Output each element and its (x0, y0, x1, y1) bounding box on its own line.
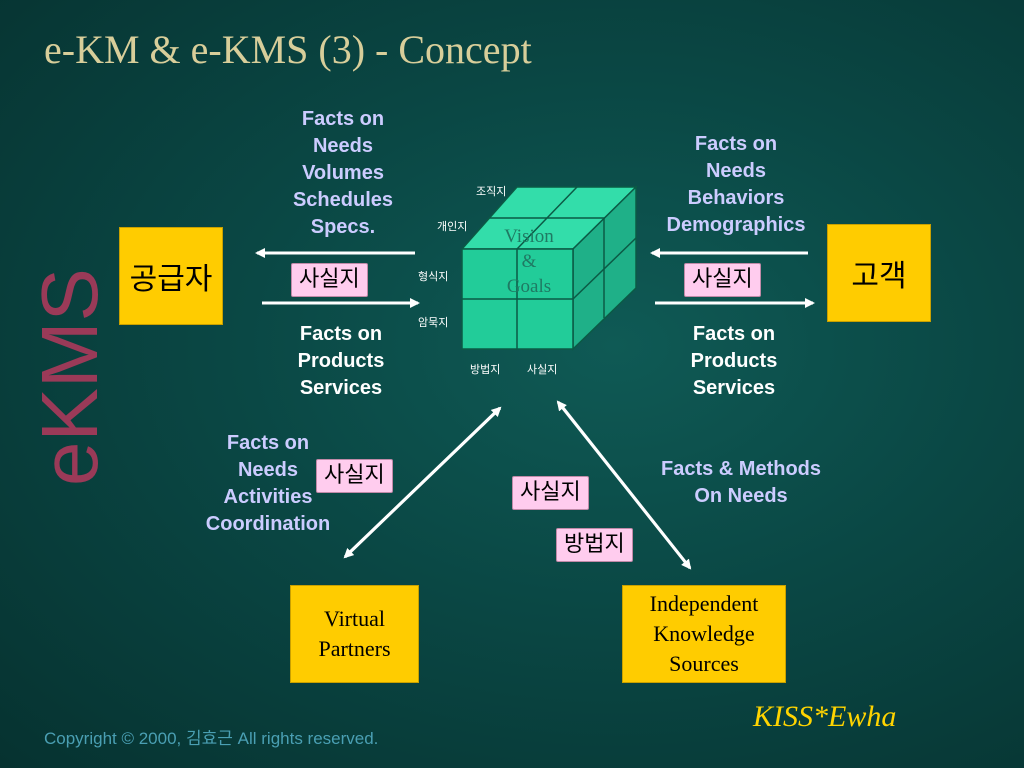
brand-logo: KISS*Ewha (753, 700, 897, 733)
supplier-fact-badge: 사실지 (291, 263, 368, 297)
cube-label-individual: 개인지 (437, 220, 468, 233)
cube-label-tacit: 암묵지 (418, 316, 449, 329)
partners-facts: Facts on Needs Activities Coordination (205, 432, 331, 535)
virtual-partners-box: Virtual Partners (290, 585, 419, 683)
sources-method-badge: 방법지 (556, 528, 633, 562)
sources-fact-badge: 사실지 (512, 476, 589, 510)
customer-products-facts: Facts on Products Services (690, 323, 778, 399)
knowledge-sources-label: Independent Knowledge Sources (649, 591, 759, 676)
cube-label-method: 방법지 (470, 363, 501, 376)
knowledge-cube (460, 185, 638, 351)
customer-box: 고객 (827, 224, 931, 322)
cube-label-organizational: 조직지 (476, 185, 507, 198)
customer-needs-facts: Facts on Needs Behaviors Demographics (666, 133, 806, 236)
knowledge-sources-box: Independent Knowledge Sources (622, 585, 786, 683)
virtual-partners-label: Virtual Partners (318, 606, 391, 661)
customer-fact-badge: 사실지 (684, 263, 761, 297)
partners-fact-badge: 사실지 (316, 459, 393, 493)
page-title: e-KM & e-KMS (3) - Concept (44, 27, 532, 72)
sources-facts: Facts & Methods On Needs (660, 458, 822, 507)
vision-goals-label: Vision & Goals (504, 226, 554, 297)
cube-label-fact: 사실지 (527, 363, 558, 376)
supplier-box: 공급자 (119, 227, 223, 325)
supplier-needs-facts: Facts on Needs Volumes Schedules Specs. (292, 108, 394, 238)
cube-label-explicit: 형식지 (418, 270, 449, 283)
supplier-products-facts: Facts on Products Services (297, 323, 385, 399)
copyright-footer: Copyright © 2000, 김효근 All rights reserve… (44, 729, 379, 748)
